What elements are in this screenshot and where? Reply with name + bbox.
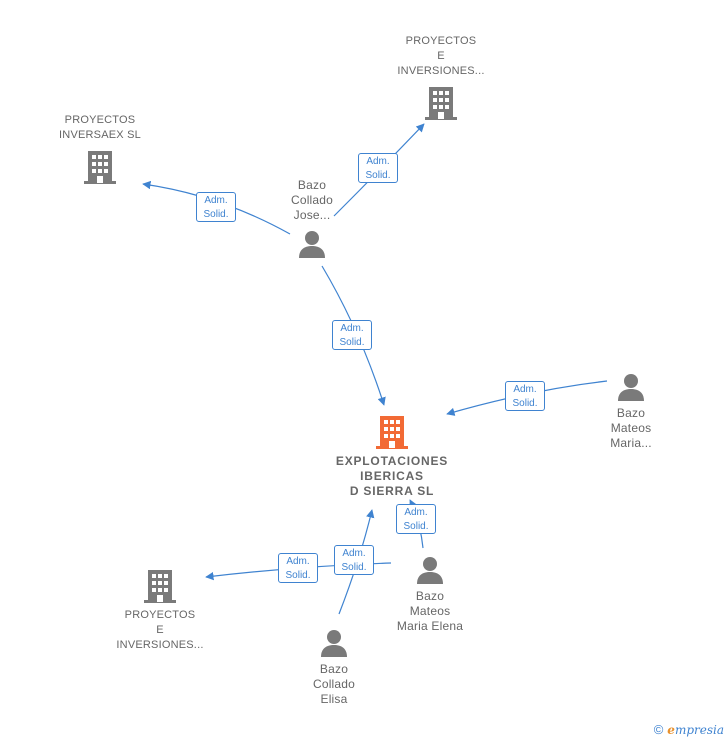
node-proyectos-inversiones-top[interactable]: PROYECTOS E INVERSIONES... [386, 34, 496, 121]
brand-logo[interactable]: empresia [667, 722, 724, 737]
node-label: Bazo Mateos Maria... [610, 406, 652, 450]
node-bazo-collado-jose[interactable]: Bazo Collado Jose... [272, 178, 352, 259]
edge-badge-elena-inversiones-bottom[interactable]: Adm. Solid. [278, 553, 318, 583]
node-proyectos-inversaex[interactable]: PROYECTOS INVERSAEX SL [45, 113, 155, 185]
node-main-explotaciones[interactable]: EXPLOTACIONES IBERICAS D SIERRA SL [322, 414, 462, 499]
person-icon [618, 374, 644, 401]
node-label: Bazo Collado Elisa [312, 662, 356, 706]
node-bazo-mateos-maria-elena[interactable]: Bazo Mateos Maria Elena [383, 555, 477, 634]
node-proyectos-inversiones-bottom[interactable]: PROYECTOS E INVERSIONES... [105, 568, 215, 653]
building-icon [425, 87, 457, 120]
edge-badge-elena-main[interactable]: Adm. Solid. [396, 504, 436, 534]
node-label: PROYECTOS INVERSAEX SL [59, 114, 141, 141]
person-icon [321, 630, 347, 657]
node-bazo-collado-elisa[interactable]: Bazo Collado Elisa [294, 628, 374, 707]
person-icon [299, 231, 325, 258]
node-label: PROYECTOS E INVERSIONES... [397, 35, 485, 77]
building-icon [84, 151, 116, 184]
node-label: EXPLOTACIONES IBERICAS D SIERRA SL [335, 454, 449, 498]
edge-badge-jose-inversiones-top[interactable]: Adm. Solid. [358, 153, 398, 183]
building-icon [376, 416, 408, 449]
brand-footer: © empresia [654, 722, 724, 737]
copyright-icon: © [653, 722, 664, 737]
edge-badge-maria-main[interactable]: Adm. Solid. [505, 381, 545, 411]
node-label: Bazo Collado Jose... [290, 178, 334, 222]
person-icon [417, 557, 443, 584]
edge-badge-elisa-main[interactable]: Adm. Solid. [334, 545, 374, 575]
node-label: PROYECTOS E INVERSIONES... [116, 609, 204, 651]
edge-badge-jose-main[interactable]: Adm. Solid. [332, 320, 372, 350]
node-label: Bazo Mateos Maria Elena [396, 589, 464, 633]
building-icon [144, 570, 176, 603]
edge-badge-jose-inversaex[interactable]: Adm. Solid. [196, 192, 236, 222]
node-bazo-mateos-maria[interactable]: Bazo Mateos Maria... [591, 372, 671, 451]
